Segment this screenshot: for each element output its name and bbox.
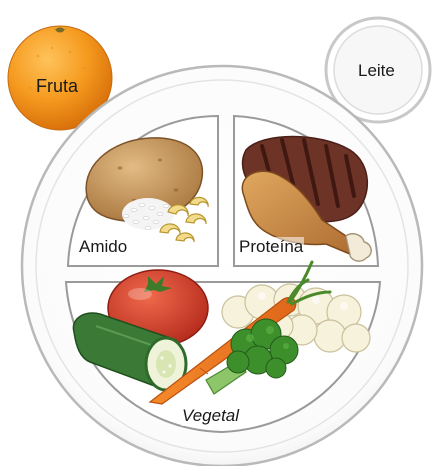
starch-label: Amido (78, 237, 128, 257)
vegetable-label: Vegetal (181, 406, 240, 426)
milk-label: Leite (358, 61, 395, 81)
fruit-label: Fruta (36, 76, 78, 97)
protein-label: Proteína (238, 237, 304, 257)
